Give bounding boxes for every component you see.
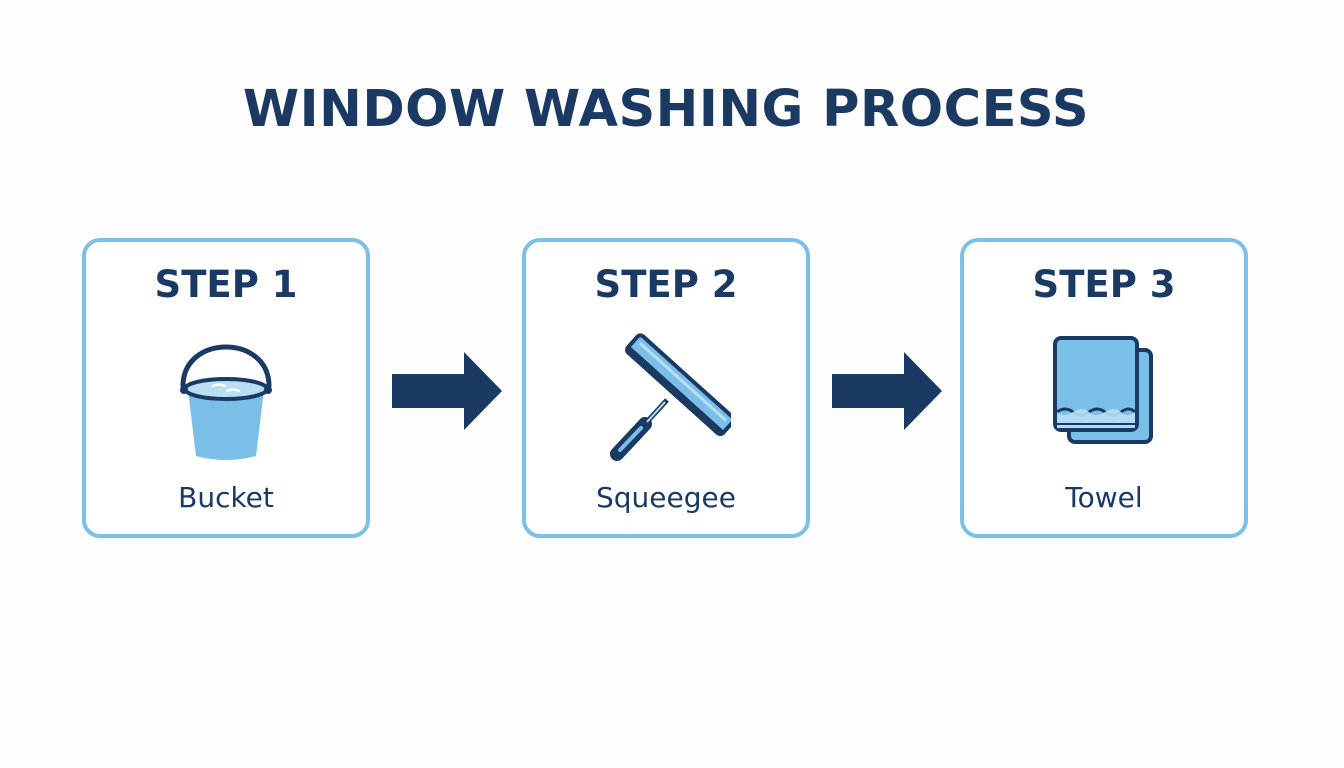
step-3-caption: Towel (1065, 481, 1143, 514)
page-title: WINDOW WASHING PROCESS (242, 80, 1090, 139)
step-2-label: STEP 2 (594, 263, 738, 306)
squeegee-icon (601, 328, 731, 468)
arrow-right-icon (392, 350, 504, 432)
arrow-right-icon (832, 350, 944, 432)
step-2-box: STEP 2 Squeegee (522, 238, 810, 538)
towel-icon (1039, 328, 1169, 468)
step-3-label: STEP 3 (1032, 263, 1176, 306)
step-2-caption: Squeegee (596, 481, 736, 514)
step-1-label: STEP 1 (154, 263, 298, 306)
bucket-icon (161, 328, 291, 468)
step-3-box: STEP 3 Towel (960, 238, 1248, 538)
step-1-caption: Bucket (178, 481, 274, 514)
step-1-box: STEP 1 Bucket (82, 238, 370, 538)
